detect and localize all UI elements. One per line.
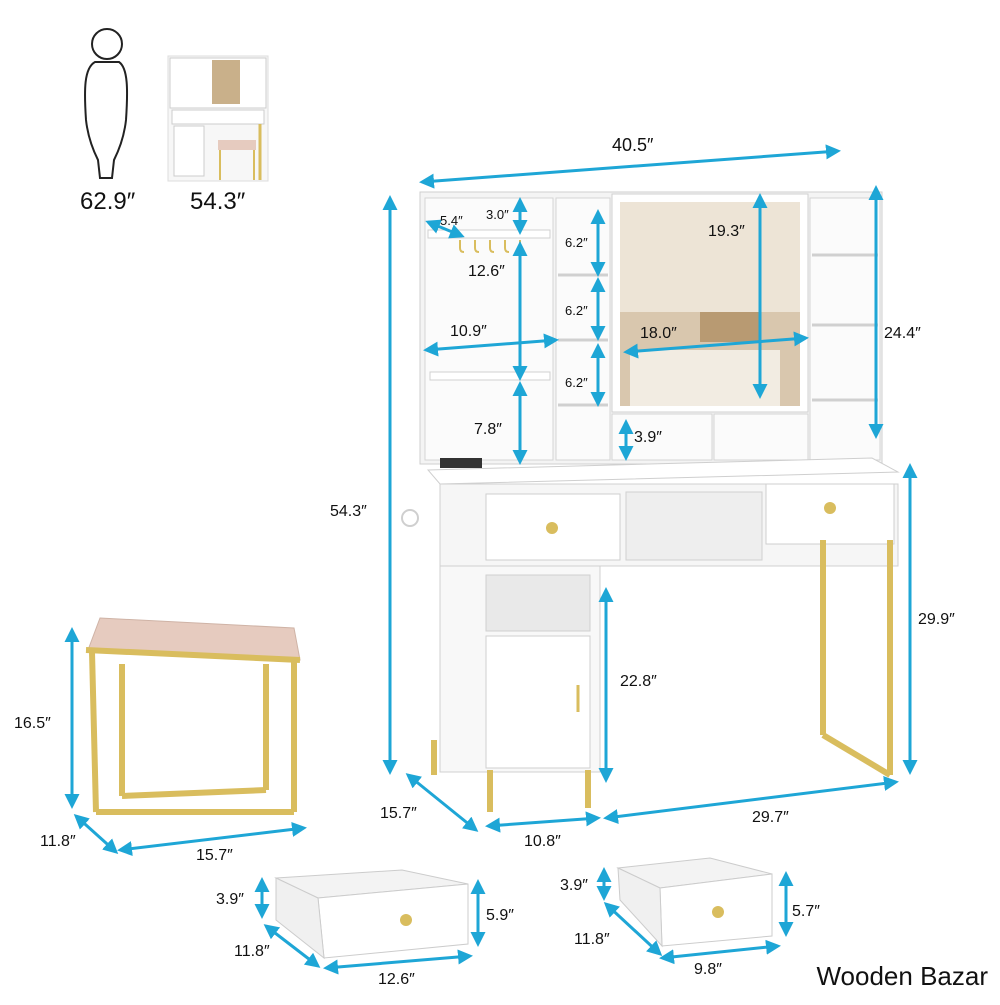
left-shelf-gap-label: 12.6″ bbox=[468, 263, 505, 280]
stool-width-label: 15.7″ bbox=[196, 847, 233, 864]
left-shelf-width-label: 10.9″ bbox=[450, 323, 487, 340]
drawer-large-inner-height-label: 3.9″ bbox=[216, 891, 244, 908]
dim-total-width bbox=[419, 144, 841, 189]
bottom-cubby-label: 3.9″ bbox=[634, 429, 662, 446]
total-width-label: 40.5″ bbox=[612, 135, 654, 155]
cabinet-width-label: 10.8″ bbox=[524, 833, 561, 850]
drawer-small-depth-label: 11.8″ bbox=[574, 931, 610, 948]
dimension-lines bbox=[64, 144, 918, 975]
stool-height-label: 16.5″ bbox=[14, 715, 51, 732]
dim-drawer-small-width bbox=[659, 939, 781, 965]
dim-left-shelf-width bbox=[423, 333, 559, 357]
hutch-height-label: 24.4″ bbox=[884, 325, 921, 342]
drawer-large-outer-height-label: 5.9″ bbox=[486, 907, 514, 924]
drawer-large-depth-label: 11.8″ bbox=[234, 943, 270, 960]
hook-shelf-gap-label: 3.0″ bbox=[486, 207, 509, 222]
drawer-small-width-label: 9.8″ bbox=[694, 961, 722, 978]
mirror-height-label: 19.3″ bbox=[708, 223, 745, 240]
lower-shelf-gap-label: 7.8″ bbox=[474, 421, 502, 438]
vanity-thumbnail-icon bbox=[167, 55, 269, 182]
stool-depth-label: 11.8″ bbox=[40, 833, 76, 850]
desk-height-label: 29.9″ bbox=[918, 611, 955, 628]
cubby-1-label: 6.2″ bbox=[565, 235, 588, 250]
dim-stool-depth bbox=[73, 813, 119, 855]
mirror-width-label: 18.0″ bbox=[640, 325, 677, 342]
dim-drawer-large-width bbox=[323, 949, 473, 975]
dim-drawer-large-depth bbox=[263, 924, 321, 968]
vanity-body bbox=[401, 191, 900, 812]
person-height-label: 62.9″ bbox=[80, 188, 136, 215]
cubby-2-label: 6.2″ bbox=[565, 303, 588, 318]
leg-span-label: 29.7″ bbox=[752, 809, 789, 826]
drawer-large-width-label: 12.6″ bbox=[378, 971, 415, 988]
dim-drawer-small-depth bbox=[603, 901, 663, 957]
drawer-small-outer-height-label: 5.7″ bbox=[792, 903, 820, 920]
drawer-small-inner-height-label: 3.9″ bbox=[560, 877, 588, 894]
thumbnail-height-label: 54.3″ bbox=[190, 188, 246, 215]
stool-illustration bbox=[85, 617, 301, 815]
total-height-label: 54.3″ bbox=[330, 503, 367, 520]
drawer-small-illustration bbox=[616, 857, 773, 948]
cubby-3-label: 6.2″ bbox=[565, 375, 588, 390]
watermark: Wooden Bazar bbox=[816, 961, 988, 991]
dim-leg-span bbox=[603, 776, 899, 824]
drawer-large-illustration bbox=[274, 869, 469, 960]
dim-cabinet-width bbox=[485, 811, 601, 833]
dim-hook-shelf bbox=[425, 219, 465, 239]
hook-shelf-depth-label: 5.4″ bbox=[440, 213, 463, 228]
dim-depth bbox=[405, 773, 479, 832]
knee-clearance-label: 22.8″ bbox=[620, 673, 657, 690]
depth-label: 15.7″ bbox=[380, 805, 417, 822]
dim-mirror-width bbox=[623, 331, 809, 359]
dim-stool-width bbox=[117, 821, 307, 857]
person-silhouette-icon bbox=[84, 28, 129, 179]
